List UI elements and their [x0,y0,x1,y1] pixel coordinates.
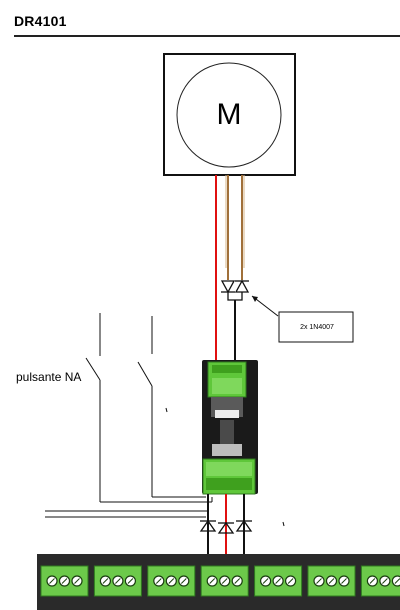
diode-bottom-3 [235,519,253,532]
terminal-screw-slot [369,578,376,584]
terminal-block [40,565,89,597]
motor-circle [176,62,282,168]
stray-mark-right [282,521,285,527]
motor-symbol: M [216,98,242,131]
terminal-screw-slot [394,578,400,584]
terminal-screw-slot [115,578,121,584]
module-label [215,410,239,418]
module-bottom-connector-ridge [206,478,252,490]
terminal-block [147,565,196,597]
callout-arrowhead [252,296,258,302]
terminal-screw-slot [262,578,269,584]
diode-bottom-1 [199,519,217,532]
terminal-strip [37,554,400,610]
terminal-screw-slot [61,578,68,584]
diode-callout-label: 2x 1N4007 [300,323,334,331]
terminal-screw-slot [209,578,216,584]
diode-top-left [220,280,236,294]
module-component [212,444,242,456]
page-title: DR4101 [14,13,67,29]
diode-callout [251,295,354,343]
callout-box [278,311,354,343]
terminal-screw-slot [275,578,281,584]
terminal-screw-slot [341,578,347,584]
terminal-screw-slot [234,578,241,584]
motor [163,53,296,176]
button2-contact [137,361,153,387]
terminal-block [200,565,249,597]
terminal-screw-slot [168,578,175,584]
module-relay [220,420,234,444]
diode-join [227,292,243,301]
module-top-connector-ridge [212,365,242,373]
terminal-screw-slot [127,578,134,584]
push-buttons [45,313,285,527]
terminal-block [93,565,142,597]
diode-top-right [234,279,250,293]
diode-bottom-2 [217,521,235,534]
title-divider [14,35,400,37]
stray-mark [165,407,168,413]
module-bottom-connector-face [206,462,252,476]
terminal-screw-slot [102,578,109,584]
motor-wires [215,175,245,360]
terminal-screw-slot [74,578,80,584]
diode-pair-top [220,279,250,360]
terminal-screw-slot [287,578,294,584]
terminal-screw-slot [155,578,162,584]
button1-contact [85,357,101,381]
control-module [202,360,258,495]
terminal-screw-slot [382,578,388,584]
terminal-screw-slot [316,578,322,584]
module-top-connector-face [212,378,242,394]
terminal-block [307,565,356,597]
terminal-screw [391,575,400,587]
diode-row-bottom [199,519,253,534]
terminal-screw-slot [328,578,335,584]
terminal-screw-slot [221,578,228,584]
terminal-screw-slot [180,578,187,584]
terminal-block [254,565,303,597]
terminal-block [360,565,400,597]
push-button-label: pulsante NA [16,370,82,384]
terminal-screw-slot [49,578,55,584]
